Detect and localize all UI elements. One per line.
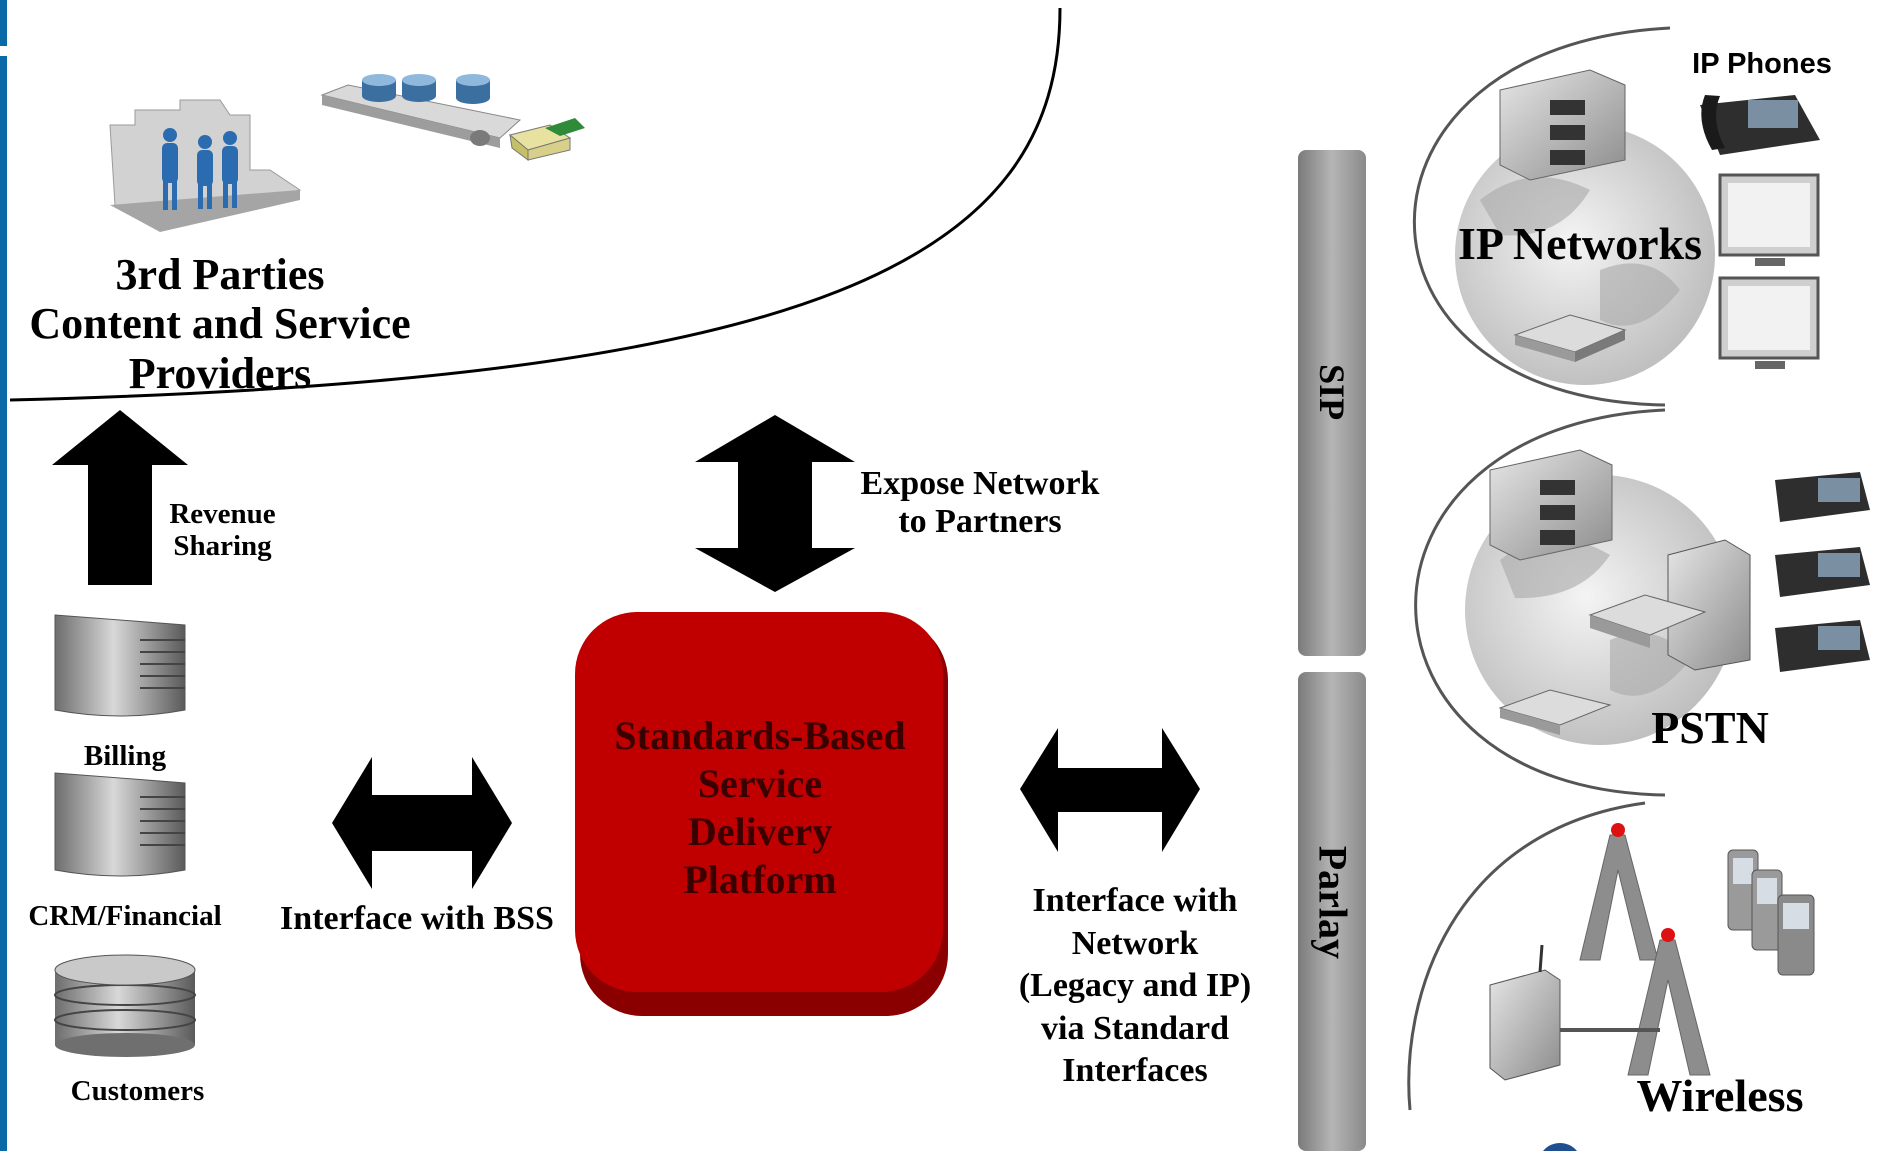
logo-mark-icon — [1539, 1143, 1581, 1156]
parlay-label: Parlay — [1310, 845, 1356, 960]
revenue-sharing-label: Revenue Sharing — [150, 498, 295, 563]
third-party-boundary-curve — [9, 7, 1062, 402]
revenue-sharing-line2: Sharing — [173, 530, 272, 563]
wireless-arc — [1407, 801, 1646, 1111]
pstn-tower-server-icon — [1667, 539, 1751, 671]
ip-router-icon — [1513, 314, 1627, 362]
network-double-arrow — [1020, 728, 1200, 852]
cell-tower-icon — [1579, 823, 1659, 961]
people-building-icon — [109, 99, 302, 232]
third-parties-line3: Providers — [128, 348, 312, 398]
desktop-computer-icon-2 — [1718, 276, 1820, 369]
customers-database-icon — [54, 954, 196, 1057]
crm-label: CRM/Financial — [28, 900, 222, 932]
sdp-block — [575, 612, 943, 992]
ip-phone-icon — [1700, 95, 1820, 155]
expose-network-line1: Expose Network — [860, 465, 1100, 502]
sdp-line3: Delivery — [687, 809, 833, 854]
interface-network-line3: (Legacy and IP) — [1018, 967, 1252, 1004]
wireless-label: Wireless — [1636, 1070, 1804, 1121]
ip-phones-label: IP Phones — [1692, 48, 1832, 80]
conveyor-belt-icon — [320, 74, 585, 161]
interface-network-line5: Interfaces — [1062, 1052, 1208, 1089]
expose-network-label: Expose Network to Partners — [840, 465, 1120, 541]
sdp-line1: Standards-Based — [614, 713, 906, 758]
pstn-router-icon — [1498, 689, 1612, 735]
expose-network-double-arrow — [695, 415, 855, 592]
sip-bar — [1298, 150, 1366, 656]
parlay-bar — [1298, 672, 1366, 1151]
sdp-line2: Service — [697, 761, 823, 806]
cell-tower-icon-2 — [1627, 928, 1711, 1076]
pstn-switch-icon — [1588, 594, 1707, 648]
interface-network-line4: via Standard — [1041, 1009, 1229, 1047]
pstn-arc — [1414, 408, 1666, 797]
revenue-sharing-line1: Revenue — [169, 498, 276, 530]
third-parties-line1: 3rd Parties — [115, 250, 325, 299]
left-accent-bar — [0, 56, 7, 1151]
interface-network-line1: Interface with — [1032, 882, 1238, 919]
pstn-server-rack-icon — [1489, 449, 1613, 561]
mobile-devices-icon — [1727, 849, 1815, 976]
wireless-server-icon — [1489, 944, 1561, 1081]
interface-network-line2: Network — [1071, 924, 1199, 962]
billing-label: Billing — [83, 740, 167, 772]
third-parties-line2: Content and Service — [29, 299, 411, 349]
ip-server-rack-icon — [1499, 69, 1626, 181]
interface-network-label: Interface with Network (Legacy and IP) v… — [990, 880, 1280, 1093]
billing-server-icon — [54, 614, 186, 717]
pstn-phones-icon — [1775, 472, 1870, 672]
left-accent-top — [0, 0, 7, 46]
sip-label: SIP — [1312, 364, 1353, 421]
revenue-sharing-arrow — [52, 410, 188, 585]
ip-networks-label: IP Networks — [1457, 218, 1703, 269]
customers-label: Customers — [70, 1075, 205, 1107]
ip-network-arc — [1413, 26, 1671, 407]
crm-server-icon — [54, 772, 186, 877]
sdp-label: Standards-Based Service Delivery Platfor… — [585, 712, 935, 904]
sdp-line4: Platform — [683, 857, 837, 902]
desktop-computer-icon — [1718, 173, 1820, 266]
pstn-label: PSTN — [1651, 702, 1769, 753]
interface-bss-label: Interface with BSS — [280, 900, 554, 937]
expose-network-line2: to Partners — [898, 503, 1062, 541]
third-parties-label: 3rd Parties Content and Service Provider… — [0, 250, 440, 398]
bss-double-arrow — [332, 757, 512, 889]
